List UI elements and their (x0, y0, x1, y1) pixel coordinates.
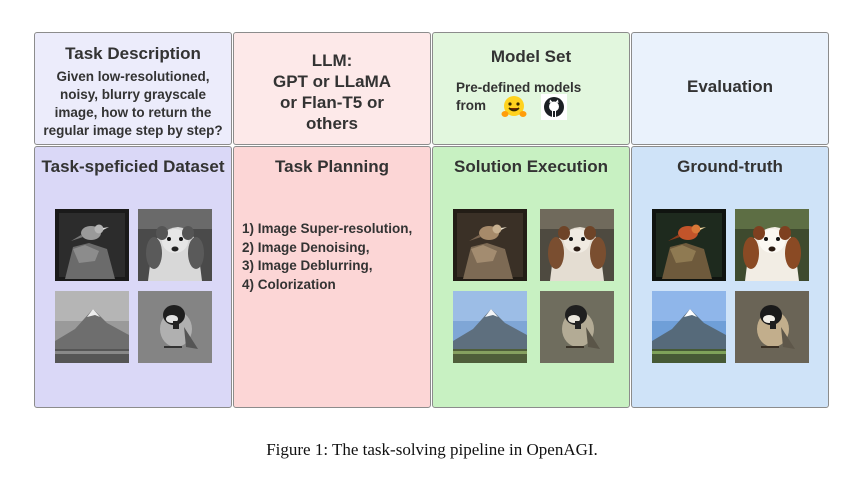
execution-title: Solution Execution (454, 157, 608, 176)
task-description-line: noisy, blurry grayscale (59, 87, 207, 102)
task-description-text: Given low-resolutioned, noisy, blurry gr… (35, 68, 231, 140)
dog-image (138, 209, 212, 281)
chickadee-image (735, 291, 809, 363)
llm-line: or Flan-T5 or (280, 93, 384, 112)
planning-title: Task Planning (275, 157, 389, 176)
mountain-image (55, 291, 129, 363)
planning-step: 3) Image Deblurring, (242, 258, 373, 273)
bird-on-stump-image (453, 209, 527, 281)
chickadee-image (540, 291, 614, 363)
task-description-line: Given low-resolutioned, (56, 69, 210, 84)
model-set-title: Model Set (490, 47, 572, 66)
planning-steps: 1) Image Super-resolution, 2) Image Deno… (242, 220, 412, 294)
llm-panel: LLM: GPT or LLaMA or Flan-T5 or others (233, 32, 431, 145)
ground-truth-title: Ground-truth (677, 157, 783, 176)
hugging-face-icon (501, 96, 527, 117)
evaluation-panel: Evaluation (631, 32, 829, 145)
task-description-line: image, how to return the (54, 105, 212, 120)
mountain-image (453, 291, 527, 363)
task-description-panel: Task Description Given low-resolutioned,… (34, 32, 232, 145)
planning-step: 2) Image Denoising, (242, 239, 370, 255)
chickadee-image (138, 291, 212, 363)
dog-image (735, 209, 809, 281)
planning-panel: Task Planning 1) Image Super-resolution,… (233, 146, 431, 408)
llm-text: LLM: GPT or LLaMA or Flan-T5 or others (234, 33, 430, 134)
dataset-panel: Task-speficied Dataset (34, 146, 232, 408)
dataset-title: Task-speficied Dataset (41, 157, 225, 176)
ground-truth-panel: Ground-truth (631, 146, 829, 408)
bird-on-stump-image (55, 209, 129, 281)
mountain-image (652, 291, 726, 363)
task-description-line: regular image step by step? (43, 123, 223, 138)
figure-caption: Figure 1: The task-solving pipeline in O… (266, 440, 598, 459)
llm-line: GPT or LLaMA (272, 72, 392, 91)
dog-image (540, 209, 614, 281)
model-set-line: Pre-defined models (456, 80, 582, 95)
model-set-text: Pre-defined models from (456, 79, 581, 115)
task-description-title: Task Description (65, 44, 201, 63)
model-set-line: from (456, 98, 486, 113)
execution-panel: Solution Execution (432, 146, 630, 408)
bird-on-stump-image (652, 209, 726, 281)
planning-step: 4) Colorization (242, 276, 336, 292)
planning-step: 1) Image Super-resolution, (242, 221, 413, 236)
evaluation-title: Evaluation (687, 77, 773, 96)
llm-line: others (306, 114, 358, 133)
model-set-panel: Model Set Pre-defined models from (432, 32, 630, 145)
llm-line: LLM: (311, 51, 353, 70)
github-icon (541, 94, 567, 120)
